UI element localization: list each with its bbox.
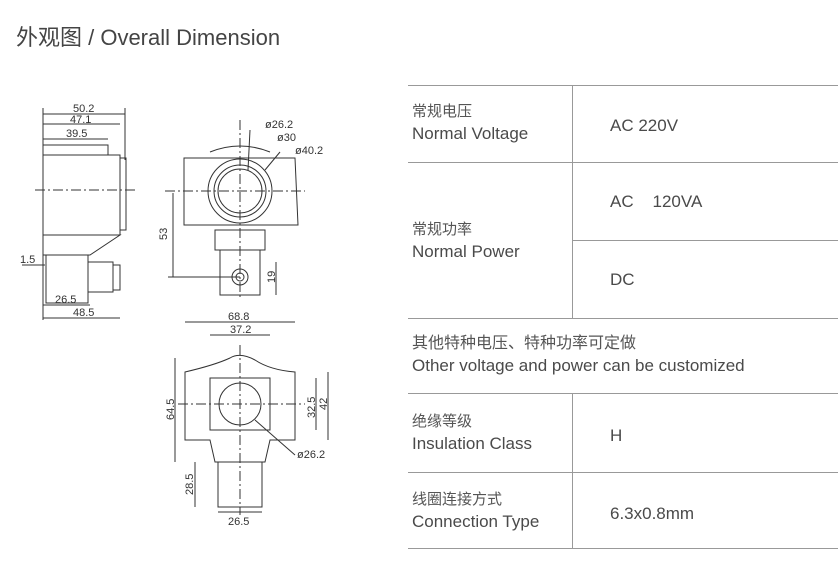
- custom-en: Other voltage and power can be customize…: [412, 356, 745, 375]
- insulation-value: H: [610, 426, 623, 445]
- dim-48-5: 48.5: [73, 307, 94, 319]
- voltage-cn: 常规电压: [412, 103, 473, 120]
- dim-37-2: 37.2: [230, 324, 251, 336]
- dim-19: 19: [266, 271, 278, 283]
- custom-cn: 其他特种电压、特种功率可定做: [412, 335, 637, 352]
- connection-en: Connection Type: [412, 512, 540, 531]
- top-view: 68.8 37.2 64.5 32.5 42 ø26.2 28.5 26.5: [165, 311, 330, 528]
- side-view: 50.2 47.1 39.5 1.5 26.5 48.5: [20, 103, 135, 320]
- dim-53: 53: [158, 228, 170, 240]
- power-cn: 常规功率: [412, 221, 473, 238]
- custom-note: 其他特种电压、特种功率可定做 Other voltage and power ca…: [412, 333, 745, 377]
- dim-26-5: 26.5: [55, 294, 76, 306]
- insulation-cn: 绝缘等级: [412, 413, 473, 430]
- dim-26-5-top: 26.5: [228, 516, 249, 528]
- front-view: ø26.2 ø30 ø40.2 53 19: [158, 119, 323, 300]
- insulation-label: 绝缘等级 Insulation Class: [412, 411, 532, 455]
- page-title: 外观图 / Overall Dimension: [16, 25, 281, 50]
- voltage-label: 常规电压 Normal Voltage: [412, 101, 528, 145]
- dim-28-5: 28.5: [184, 474, 196, 495]
- dim-dia-40-2: ø40.2: [295, 145, 323, 157]
- power-ac-value: AC 120VA: [610, 192, 703, 211]
- insulation-en: Insulation Class: [412, 434, 533, 453]
- dim-64-5: 64.5: [165, 399, 177, 420]
- dim-68-8: 68.8: [228, 311, 249, 323]
- dim-47-1: 47.1: [70, 114, 91, 126]
- dim-50-2: 50.2: [73, 103, 94, 115]
- dim-32-5: 32.5: [306, 397, 318, 418]
- connection-cn: 线圈连接方式: [412, 491, 503, 508]
- connection-label: 线圈连接方式 Connection Type: [412, 489, 539, 533]
- dim-dia-26-2-top: ø26.2: [297, 449, 325, 461]
- dim-1-5: 1.5: [20, 254, 35, 266]
- connection-value: 6.3x0.8mm: [610, 504, 695, 523]
- dim-dia-26-2: ø26.2: [265, 119, 293, 131]
- dim-39-5: 39.5: [66, 128, 87, 140]
- dimension-drawing: 50.2 47.1 39.5 1.5 26.5 48.5 ø26.2 ø30 ø…: [20, 103, 330, 528]
- dim-42: 42: [318, 398, 330, 410]
- power-dc-value: DC: [610, 270, 635, 289]
- voltage-value: AC 220V: [610, 116, 679, 135]
- power-en: Normal Power: [412, 242, 520, 261]
- power-label: 常规功率 Normal Power: [412, 219, 520, 263]
- dim-dia-30: ø30: [277, 132, 296, 144]
- voltage-en: Normal Voltage: [412, 124, 529, 143]
